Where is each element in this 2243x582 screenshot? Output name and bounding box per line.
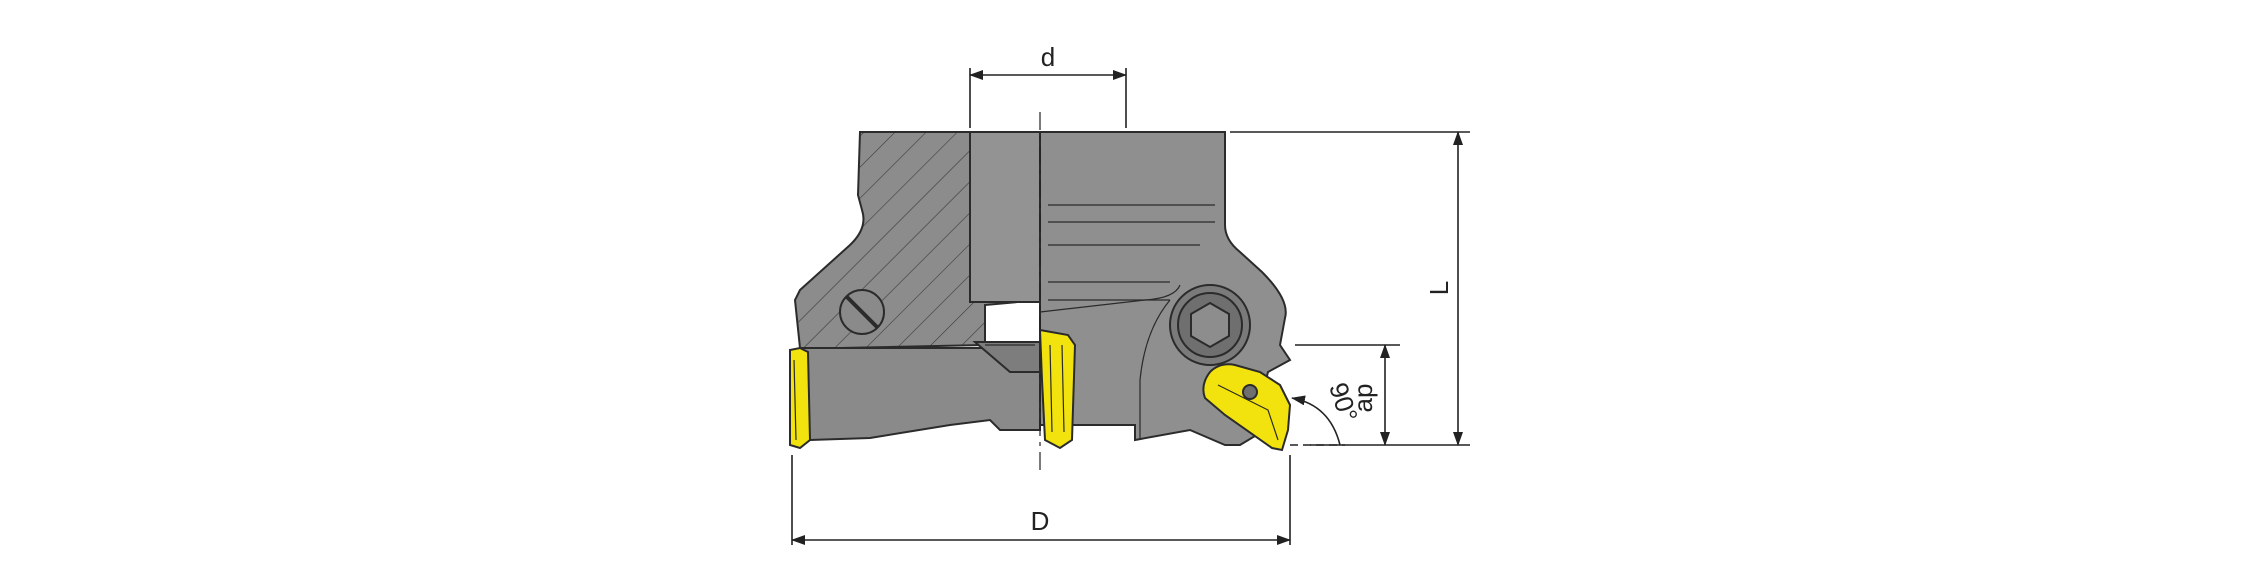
insert-center <box>1038 328 1077 450</box>
dimension-D: D <box>791 455 1291 545</box>
label-D: D <box>1031 506 1050 536</box>
insert-left <box>789 346 812 450</box>
insert-right <box>1202 363 1292 452</box>
slotted-pin-icon <box>839 289 885 335</box>
label-d: d <box>1041 42 1055 72</box>
dimension-d: d <box>969 42 1127 128</box>
label-L: L <box>1424 281 1454 295</box>
center-bore <box>969 131 1041 303</box>
label-ap: ap <box>1348 384 1378 413</box>
dimension-ap: ap <box>1295 344 1400 446</box>
chip-pocket <box>1139 299 1171 440</box>
keyway-lines <box>1039 204 1215 313</box>
angle-90: 90° <box>1290 379 1364 446</box>
hex-socket-screw-icon <box>1169 284 1251 366</box>
left-recess <box>972 341 1041 373</box>
